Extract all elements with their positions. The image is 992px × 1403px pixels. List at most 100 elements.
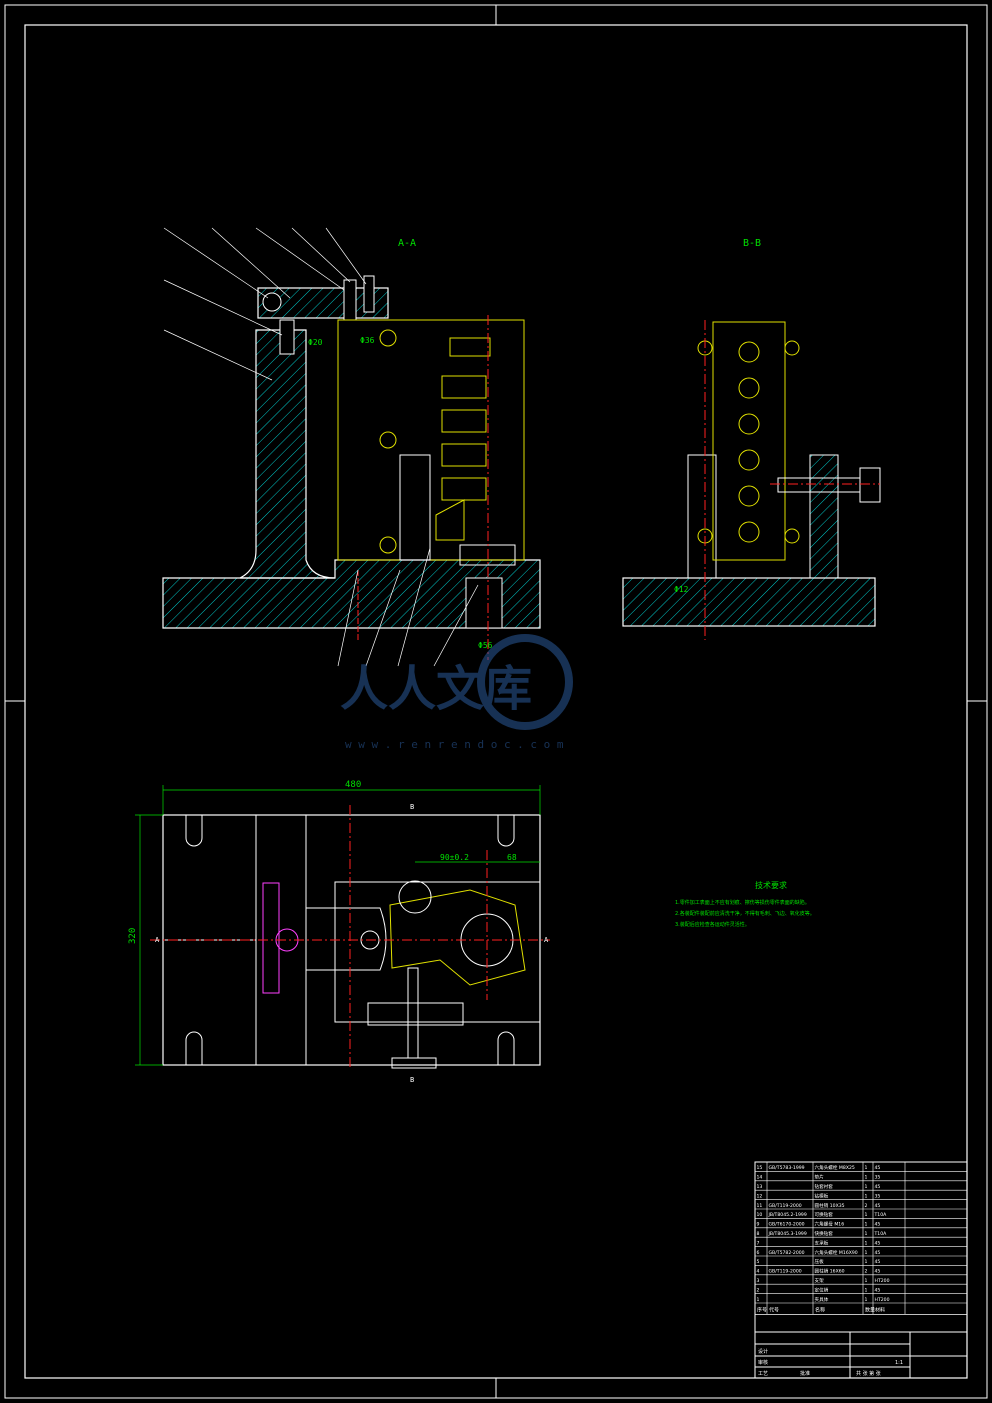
bom-cell: 45 xyxy=(875,1240,881,1246)
dim-pin-12: Φ12 xyxy=(674,585,689,594)
bom-cell: 圆柱销 16X60 xyxy=(815,1268,845,1275)
bom-cell: 2 xyxy=(865,1203,868,1209)
bom-cell: 1 xyxy=(865,1278,868,1284)
section-mark-a-right: A xyxy=(544,936,549,944)
bom-cell: 1 xyxy=(865,1222,868,1228)
bom-cell: 快换钻套 xyxy=(815,1230,834,1237)
bom-cell: 圆柱销 10X35 xyxy=(815,1202,845,1209)
bom-cell: 定位销 xyxy=(815,1286,829,1293)
locating-pin xyxy=(279,319,295,355)
bom-cell: 1 xyxy=(757,1297,760,1303)
bom-cell: 6 xyxy=(757,1250,760,1256)
bom-cell: 35 xyxy=(875,1175,881,1181)
bom-cell: 45 xyxy=(875,1269,881,1275)
tech-line-3: 3.装配后应检查各运动件灵活性。 xyxy=(675,921,750,928)
dim-height-320: 320 xyxy=(128,928,138,944)
bom-cell: 1 xyxy=(865,1297,868,1303)
bom-cell: 9 xyxy=(757,1222,760,1228)
bom-cell: 4 xyxy=(757,1269,760,1275)
bom-cell: 可换钻套 xyxy=(815,1211,834,1218)
view-bb-label: B-B xyxy=(743,238,761,249)
bolt-hole-3 xyxy=(379,536,397,554)
plan-slots xyxy=(185,815,515,1065)
bom-cell: 1 xyxy=(865,1212,868,1218)
bom-cell: 六角头螺栓 M16X90 xyxy=(815,1249,858,1256)
bom-cell: 10 xyxy=(757,1212,763,1218)
bom-cell: 45 xyxy=(875,1259,881,1265)
bom-header-cell: 代号 xyxy=(769,1306,779,1313)
bb-column xyxy=(687,454,717,579)
bom-cell: 12 xyxy=(757,1193,763,1199)
bom-cell: 7 xyxy=(757,1240,760,1246)
plan-clamp-arm xyxy=(305,907,387,971)
tb-scale: 1:1 xyxy=(895,1360,903,1366)
section-mark-b-top: B xyxy=(410,803,414,811)
bom-cell: 45 xyxy=(875,1165,881,1171)
bom-cell: 1 xyxy=(865,1175,868,1181)
bom-cell: HT200 xyxy=(875,1278,890,1284)
bom-cell: 钻模板 xyxy=(815,1192,829,1199)
bom-cell: 六角头螺栓 M8X25 xyxy=(815,1164,855,1171)
bom-cell: 3 xyxy=(757,1278,760,1284)
tb-process: 工艺 xyxy=(758,1371,768,1377)
section-mark-b-bottom: B xyxy=(410,1076,414,1084)
workpiece-outline xyxy=(337,319,525,561)
bb-knob xyxy=(859,467,881,503)
bom-cell: 2 xyxy=(757,1287,760,1293)
bom-cell: HT200 xyxy=(875,1297,890,1303)
leader-lines xyxy=(163,227,479,667)
support-column xyxy=(399,454,431,561)
bom-cell: 1 xyxy=(865,1231,868,1237)
watermark: 人人文库 w w w . r e n r e n d o c . c o m xyxy=(340,634,573,751)
dim-bore-36: Φ36 xyxy=(360,336,375,345)
watermark-brand: 人人文库 xyxy=(340,661,532,717)
plan-workpiece xyxy=(389,889,526,986)
bom-cell: 45 xyxy=(875,1222,881,1228)
bom-cell: 13 xyxy=(757,1184,763,1190)
bb-base-section xyxy=(622,577,876,627)
bolt-hole-1 xyxy=(379,329,397,347)
bom-cell: 14 xyxy=(757,1175,763,1181)
bom-cell: GB/T5783-1999 xyxy=(769,1165,805,1171)
bom-cell: T10A xyxy=(874,1231,888,1237)
bom-cell: 六角螺母 M16 xyxy=(815,1221,845,1228)
dim-bore-20: Φ20 xyxy=(308,338,323,347)
bom-header-cell: 名称 xyxy=(815,1306,825,1313)
bom-cell: 1 xyxy=(865,1259,868,1265)
bom-cell: 2 xyxy=(865,1269,868,1275)
drill-bushing xyxy=(343,279,357,321)
bushing-screw xyxy=(363,275,375,313)
bb-bracket xyxy=(809,454,839,579)
dim-offset-68: 68 xyxy=(507,853,517,862)
plan-slide xyxy=(367,1002,464,1026)
plan-knob xyxy=(391,1057,437,1069)
bom-cell: 45 xyxy=(875,1184,881,1190)
bom-cell: 45 xyxy=(875,1287,881,1293)
bom-cell: 压板 xyxy=(815,1258,825,1265)
bom-cell: 8 xyxy=(757,1231,760,1237)
tech-line-2: 2.各装配件装配前应清洗干净，不得有毛刺、飞边、氧化皮等。 xyxy=(675,910,815,917)
bom-cell: 支承板 xyxy=(815,1239,829,1246)
support-bracket-section xyxy=(239,329,336,579)
bom-cell: 1 xyxy=(865,1193,868,1199)
bom-cell: 1 xyxy=(865,1165,868,1171)
view-aa-label: A-A xyxy=(398,238,416,249)
bom-cell: 1 xyxy=(865,1184,868,1190)
bom-cell: GB/T119-2000 xyxy=(769,1203,802,1209)
bom-cell: 5 xyxy=(757,1259,760,1265)
tb-approve: 批准 xyxy=(800,1370,810,1377)
bom-cell: 垫片 xyxy=(815,1174,825,1181)
watermark-url: w w w . r e n r e n d o c . c o m xyxy=(345,738,564,751)
tb-checker: 审核 xyxy=(758,1359,768,1366)
bom-cell: GB/T6170-2000 xyxy=(769,1222,805,1228)
dim-offset-90: 90±0.2 xyxy=(440,853,469,862)
bom-cell: 35 xyxy=(875,1193,881,1199)
bom-cell: T10A xyxy=(874,1212,888,1218)
bb-workpiece xyxy=(712,321,786,561)
bom-cell: 11 xyxy=(757,1203,763,1209)
bom-cell: 1 xyxy=(865,1287,868,1293)
plan-clamp-area xyxy=(334,881,541,1023)
bom-cell: 15 xyxy=(757,1165,763,1171)
